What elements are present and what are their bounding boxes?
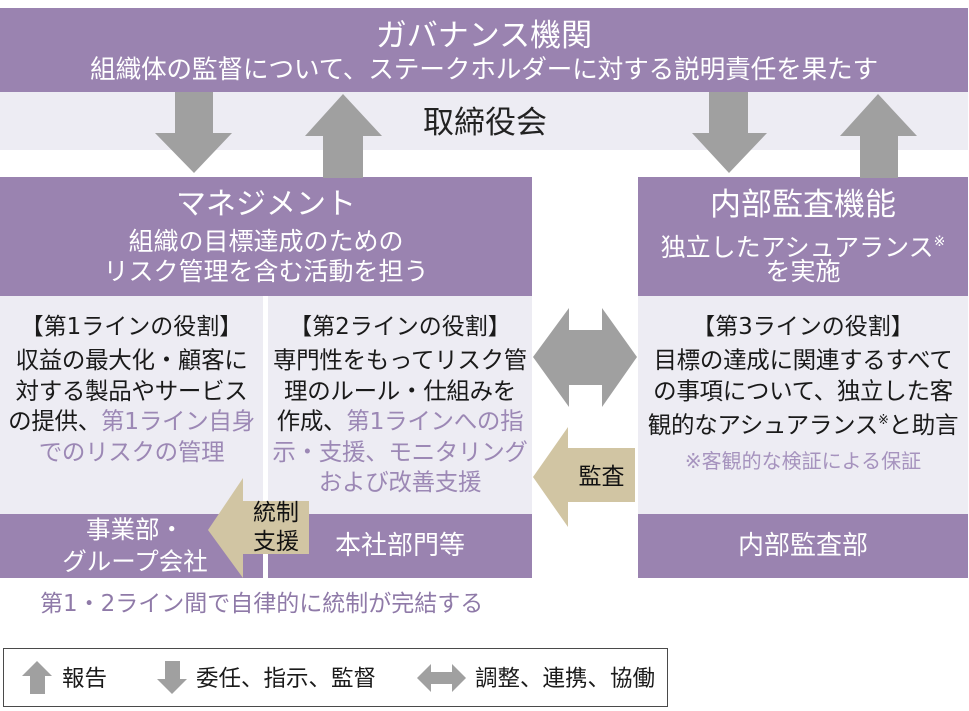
support-label: 支援 bbox=[253, 529, 299, 555]
first-line-heading: 【第1ラインの役割】 bbox=[20, 314, 243, 340]
third-line-body-line: 観的なアシュアランス※と助言 bbox=[638, 406, 968, 441]
first-line-body-line: 収益の最大化・顧客に bbox=[0, 345, 263, 376]
management-title: マネジメント bbox=[176, 187, 356, 222]
second-line-body-line: および改善支援 bbox=[268, 467, 532, 498]
internal-audit-description-line: 独立したアシュアランス※ bbox=[638, 227, 968, 263]
first-line-text: 【第1ラインの役割】 収益の最大化・顧客に 対する製品やサービス の提供、第1ラ… bbox=[0, 311, 263, 467]
body-text: 専門性をもってリスク管 bbox=[272, 346, 528, 374]
third-line-heading: 【第3ラインの役割】 bbox=[692, 314, 914, 340]
headquarters-label: 本社部門等 bbox=[334, 531, 465, 561]
control-label: 統制 bbox=[253, 500, 299, 526]
body-text: 理のルール・仕組みを bbox=[284, 376, 516, 405]
first-line-body-line: でのリスクの管理 bbox=[0, 437, 263, 468]
legend-up-arrow-icon bbox=[22, 661, 52, 694]
legend-label-coordination: 調整、連携、協働 bbox=[475, 666, 656, 692]
body-accent-text: でのリスクの管理 bbox=[38, 437, 225, 466]
second-line-unit-band bbox=[268, 514, 532, 578]
body-accent-text: 示・支援、モニタリング bbox=[272, 437, 528, 466]
second-line-panel bbox=[268, 296, 532, 514]
internal-audit-header bbox=[638, 177, 968, 296]
internal-audit-title: 内部監査機能 bbox=[710, 187, 896, 223]
second-line-heading: 【第2ラインの役割】 bbox=[289, 314, 511, 340]
second-line-body-line: 作成、第1ラインへの指 bbox=[268, 406, 532, 437]
body-text: の提供、 bbox=[8, 407, 101, 435]
first-line-panel bbox=[0, 296, 263, 514]
lines-1-2-caption: 第1・2ライン間で自律的に統制が完結する bbox=[40, 591, 484, 617]
footnote-mark: ※ bbox=[877, 413, 889, 428]
board-label: 取締役会 bbox=[423, 105, 547, 141]
audit-label: 監査 bbox=[578, 464, 625, 490]
legend-down-arrow-icon bbox=[157, 661, 187, 694]
body-accent-text: 第1ラインへの指 bbox=[346, 407, 524, 435]
legend-double-arrow-icon bbox=[417, 664, 466, 692]
internal-audit-department-label: 内部監査部 bbox=[737, 531, 868, 561]
body-text: 作成、 bbox=[276, 407, 347, 435]
legend-label-report: 報告 bbox=[62, 666, 108, 692]
footnote-mark: ※ bbox=[933, 234, 946, 250]
management-description-line: リスク管理を含む活動を担う bbox=[103, 257, 429, 286]
body-accent-text: および改善支援 bbox=[318, 468, 482, 496]
internal-audit-description-line: を実施 bbox=[765, 257, 841, 286]
legend-box bbox=[3, 648, 668, 707]
management-header bbox=[0, 177, 532, 296]
second-line-body-line: 理のルール・仕組みを bbox=[268, 376, 532, 407]
body-text: 収益の最大化・顧客に bbox=[15, 346, 248, 374]
third-line-text: 【第3ラインの役割】 目標の達成に関連するすべて の事項について、独立した客 観… bbox=[638, 311, 968, 475]
group-company-label: グループ会社 bbox=[62, 547, 208, 576]
third-line-body-line: の事項について、独立した客 bbox=[653, 376, 953, 405]
assurance-footnote: ※客観的な検証による保証 bbox=[684, 448, 922, 473]
third-line-unit-band bbox=[638, 514, 968, 578]
body-text: 観的なアシュアランス bbox=[647, 411, 878, 439]
business-division-label: 事業部・ bbox=[86, 515, 184, 544]
governance-title: ガバナンス機関 bbox=[375, 18, 593, 54]
body-text: と助言 bbox=[888, 411, 959, 439]
internal-audit-description-text: 独立したアシュアランス bbox=[660, 233, 934, 262]
first-line-body-line: の提供、第1ライン自身 bbox=[0, 406, 263, 437]
governance-subtitle: 組織体の監督について、ステークホルダーに対する説明責任を果たす bbox=[89, 55, 879, 85]
third-line-panel bbox=[638, 296, 968, 514]
management-description-line: 組織の目標達成のための bbox=[128, 227, 404, 256]
legend-label-delegation: 委任、指示、監督 bbox=[196, 666, 377, 692]
governance-band bbox=[0, 8, 968, 92]
third-line-body-line: 目標の達成に関連するすべて bbox=[653, 346, 953, 374]
body-accent-text: 第1ライン自身 bbox=[100, 407, 255, 435]
second-line-body-line: 専門性をもってリスク管 bbox=[268, 345, 532, 376]
body-text: 対する製品やサービス bbox=[15, 376, 248, 405]
second-line-text: 【第2ラインの役割】 専門性をもってリスク管 理のルール・仕組みを 作成、第1ラ… bbox=[268, 311, 532, 498]
coordination-double-arrow-icon bbox=[533, 308, 637, 407]
second-line-body-line: 示・支援、モニタリング bbox=[268, 437, 532, 468]
first-line-body-line: 対する製品やサービス bbox=[0, 376, 263, 407]
